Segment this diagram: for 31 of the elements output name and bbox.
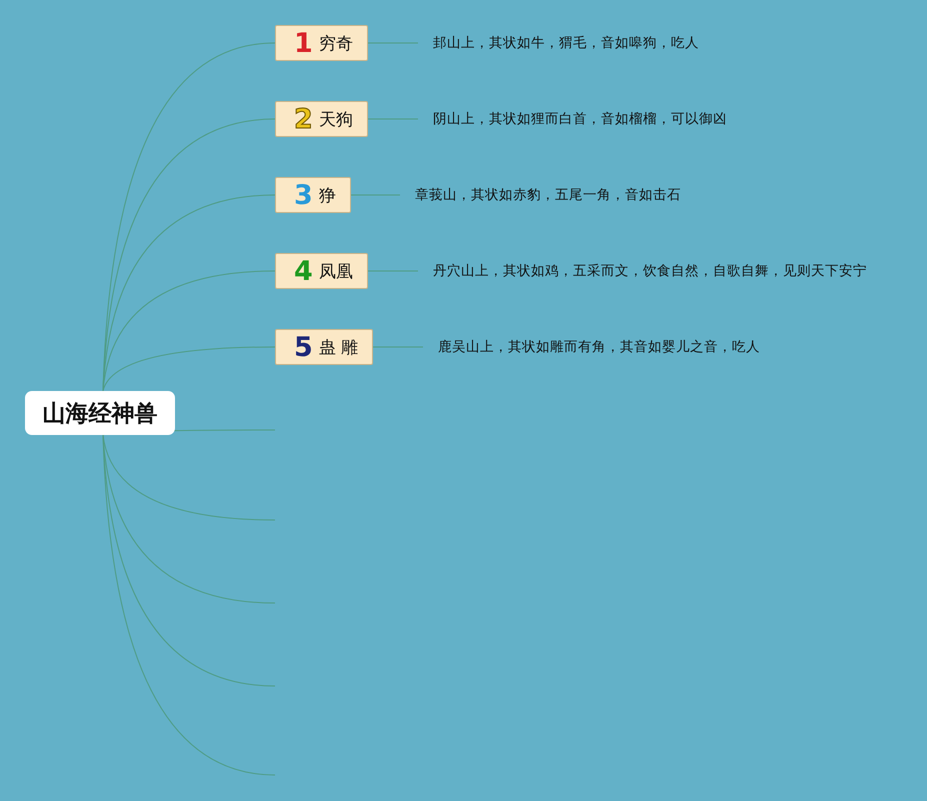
connector-line [368,42,418,44]
connector-line [368,118,418,120]
connector-line [350,194,400,196]
topic-box [275,101,368,137]
topic-box [275,329,373,365]
description-text: 邽山上，其状如牛，猬毛，音如嗥狗，吃人 [433,34,699,52]
topic-box [275,25,368,61]
number-label: 5 [294,334,313,360]
number-label: 4 [294,258,313,284]
description-text: 鹿吴山上，其状如雕而有角，其音如婴儿之音，吃人 [438,338,760,356]
topic-label: 天狗 [318,108,353,130]
description-text: 丹穴山上，其状如鸡，五采而文，饮食自然，自歌自舞，见则天下安宁 [433,262,867,280]
number-label: 2 [294,106,313,132]
root-title: 山海经神兽 [42,400,158,428]
connector-line [102,434,276,520]
connector-line [102,346,276,392]
number-label: 3 [294,182,313,208]
connector-line [102,270,276,392]
connector-line [368,270,418,272]
topic-box [275,177,351,213]
number-label: 1 [294,30,313,56]
description-text: 阴山上，其状如狸而白首，音如榴榴，可以御凶 [433,110,727,128]
description-text: 章莪山，其状如赤豹，五尾一角，音如击石 [415,186,681,204]
topic-label: 穷奇 [318,32,353,54]
topic-label: 凤凰 [318,260,353,282]
topic-box [275,253,368,289]
connector-line [102,194,276,392]
connector-line [372,346,424,348]
root-topic-box [25,391,175,435]
topic-label: 蛊 雕 [318,336,358,358]
topic-label: 狰 [318,184,336,206]
